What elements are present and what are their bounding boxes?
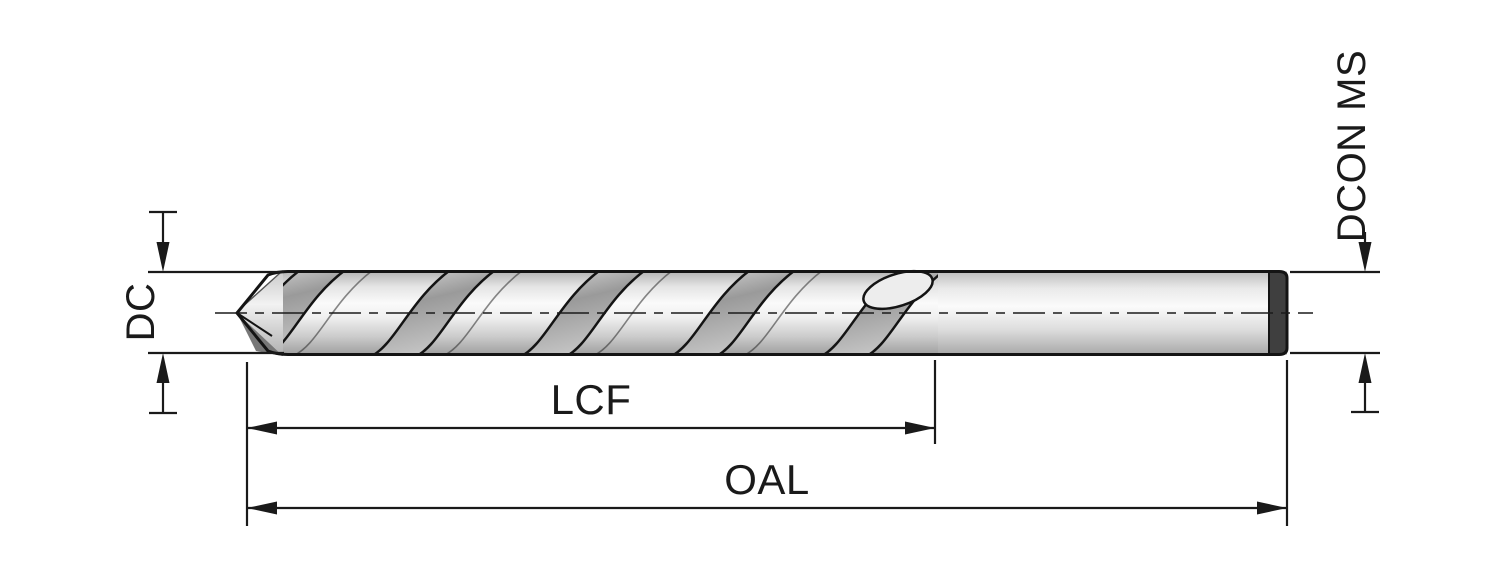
- lcf-label: LCF: [551, 376, 632, 423]
- dc-arrowhead-top: [156, 242, 170, 272]
- lcf-dimension: [245, 360, 937, 526]
- oal-arrowhead-right: [1257, 501, 1287, 515]
- dcon-arrowhead-bottom: [1358, 353, 1372, 383]
- drill-bit: [235, 269, 1289, 356]
- drill-flute-land-lines: [292, 270, 824, 356]
- lcf-arrowhead-right: [905, 421, 935, 435]
- oal-dimension: [247, 360, 1289, 526]
- oal-arrowhead-left: [247, 501, 277, 515]
- lcf-arrowhead-left: [247, 421, 277, 435]
- dc-dimension: [148, 210, 284, 415]
- dcon-ms-dimension: [1290, 232, 1380, 414]
- dc-label: DC: [119, 283, 163, 342]
- oal-label: OAL: [724, 456, 810, 503]
- dc-arrowhead-bottom: [156, 353, 170, 383]
- dcon-arrowhead-top: [1358, 242, 1372, 272]
- dcon-ms-label: DCON MS: [1330, 50, 1374, 242]
- flute-runout: [862, 269, 934, 311]
